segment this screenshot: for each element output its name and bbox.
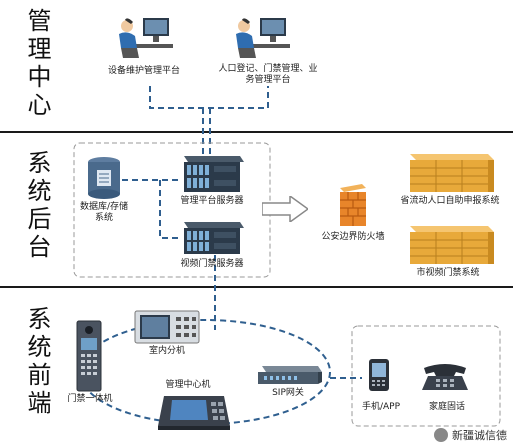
video-server-label: 视频门禁服务器 [180,259,244,269]
sip-gateway-label: SIP网关 [272,388,304,398]
operator-icon [232,16,292,64]
arrow-icon [261,194,310,226]
firewall-label: 公安边界防火墙 [321,232,385,242]
platform-bus-line [149,86,269,109]
mobile-phone-icon [368,358,390,396]
gateway-icon [256,364,322,390]
indoor-unit-label: 室内分机 [148,346,185,356]
db-to-video-line [159,180,178,239]
section-management-text: 管理中心 [23,8,51,120]
operator-icon [115,16,175,64]
server-icon [178,222,244,260]
section-label-management: 管理中心 [22,8,51,127]
watermark-logo-icon [434,428,448,442]
cabinet-icon [404,226,494,270]
divider-top [0,131,513,133]
home-phone-label: 家庭固话 [428,402,465,412]
mobile-label: 手机/APP [361,402,401,412]
phones-group-box [351,325,501,427]
section-label-backend: 系统后台 [22,150,51,269]
server-icon [178,156,244,198]
desk-console-icon [156,392,232,436]
device-platform-label: 设备维护管理平台 [107,66,180,76]
section-backend-text: 系统后台 [23,150,51,262]
watermark: 新疆诚信德 [434,427,507,443]
indoor-monitor-icon [134,310,200,348]
door-unit-label: 门禁一体机 [67,394,113,404]
access-platform-label: 人口登记、门禁管理、业务管理平台 [218,64,318,85]
province-system-label: 省流动人口自助申报系统 [400,196,500,206]
section-label-frontend: 系统前端 [22,306,51,425]
center-unit-label: 管理中心机 [165,380,211,390]
divider-bottom [0,286,513,288]
watermark-text: 新疆诚信德 [452,429,507,442]
firewall-icon [336,184,370,232]
city-system-label: 市视频门禁系统 [416,268,480,278]
section-frontend-text: 系统前端 [23,306,51,418]
backend-group-box [73,142,271,278]
desk-phone-icon [420,362,470,396]
database-icon [86,156,122,204]
door-panel-icon [76,320,102,396]
cabinet-icon [404,154,494,198]
mgmt-server-label: 管理平台服务器 [180,196,244,206]
database-label: 数据库/存储系统 [79,202,129,223]
